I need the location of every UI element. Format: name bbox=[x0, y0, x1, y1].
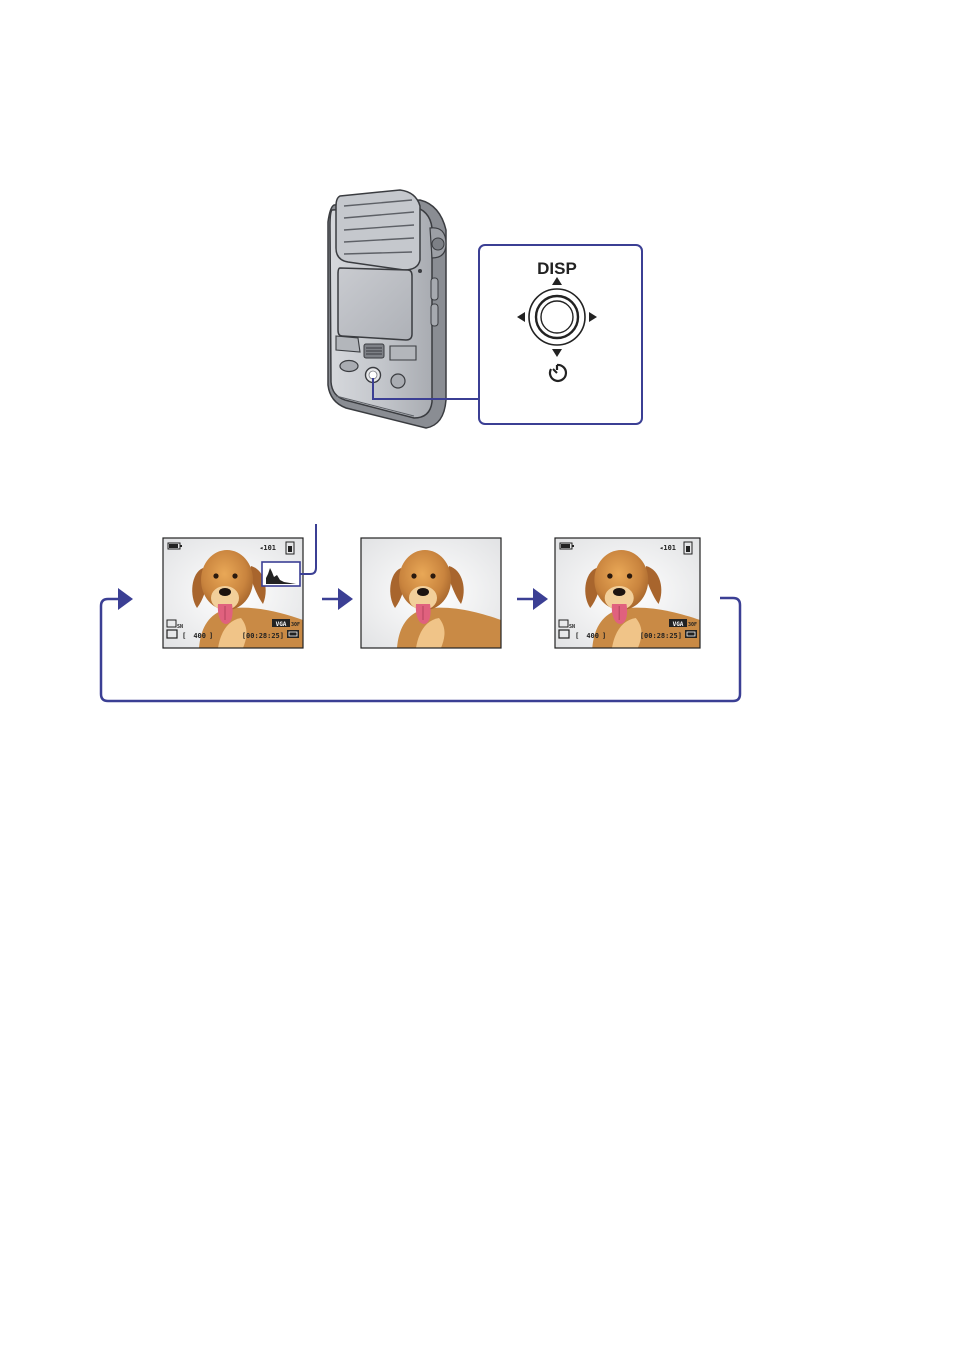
screen-indicators-on: ◂101 SN [ 400 ] VGA 30F [00:28:25] bbox=[555, 538, 700, 648]
control-button-callout: DISP bbox=[479, 245, 642, 424]
svg-text:400: 400 bbox=[193, 632, 206, 640]
svg-text:VGA: VGA bbox=[673, 621, 684, 628]
svg-text:◂101: ◂101 bbox=[259, 544, 276, 552]
svg-text:SN: SN bbox=[569, 624, 575, 630]
svg-text:400: 400 bbox=[586, 632, 599, 640]
arrow-right-icon bbox=[533, 588, 548, 610]
step-arrow-2 bbox=[517, 588, 548, 610]
svg-text:◂101: ◂101 bbox=[659, 544, 676, 552]
camera-illustration bbox=[328, 190, 446, 428]
svg-text:[00:28:25]: [00:28:25] bbox=[640, 632, 682, 640]
svg-text:[: [ bbox=[575, 632, 579, 640]
disp-label: DISP bbox=[537, 259, 577, 278]
center-button[interactable] bbox=[541, 301, 573, 333]
screen-histogram-display: ◂101 SN [ 400 ] VGA 30F [00:28:25] bbox=[163, 524, 316, 648]
svg-text:SN: SN bbox=[177, 624, 183, 630]
svg-text:VGA: VGA bbox=[276, 621, 287, 628]
step-arrow-1 bbox=[322, 588, 353, 610]
svg-text:]: ] bbox=[209, 632, 213, 640]
svg-text:30F: 30F bbox=[688, 622, 697, 628]
svg-text:[: [ bbox=[182, 632, 186, 640]
svg-text:30F: 30F bbox=[291, 622, 300, 628]
svg-text:]: ] bbox=[602, 632, 606, 640]
histogram-graph bbox=[262, 562, 300, 586]
svg-text:[00:28:25]: [00:28:25] bbox=[242, 632, 284, 640]
loop-arrowhead-icon bbox=[118, 588, 133, 610]
arrow-right-icon bbox=[338, 588, 353, 610]
screen-indicators-off bbox=[361, 538, 501, 648]
